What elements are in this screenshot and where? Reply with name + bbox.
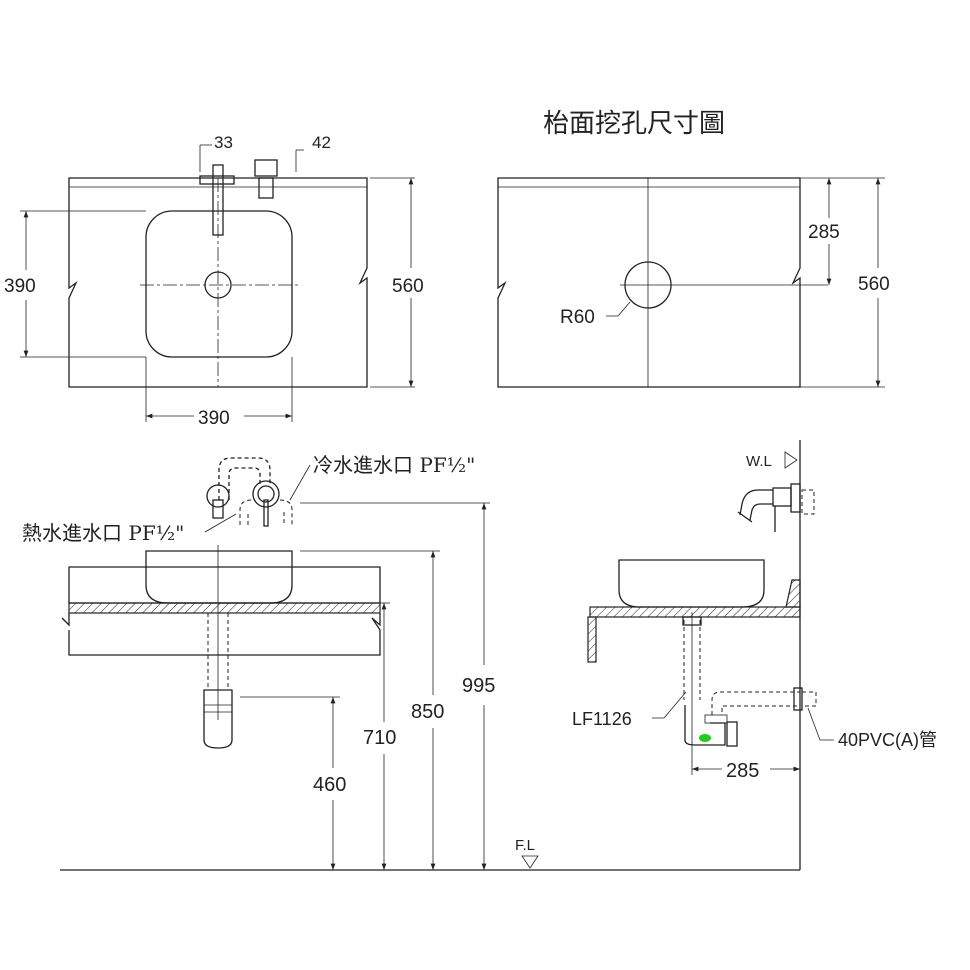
green-marker	[699, 734, 711, 742]
cutout-title: 枱面挖孔尺寸圖	[543, 109, 725, 139]
floor-label: F.L	[515, 837, 535, 854]
dim-850: 850	[411, 701, 444, 723]
front-elevation: 冷水進水口 PF½" 熱水進水口 PF½" 995 850 710 460 F.…	[22, 453, 800, 871]
water-level-marker-icon	[784, 451, 798, 469]
cold-inlet-label: 冷水進水口 PF½"	[313, 453, 475, 477]
hole-radius-label: R60	[560, 307, 595, 328]
dim-460: 460	[313, 774, 346, 796]
mixer-valve-icon	[252, 480, 280, 508]
basin-outline	[145, 210, 293, 358]
pop-up-drain-icon	[254, 159, 278, 177]
dim-710: 710	[363, 727, 396, 749]
floor-marker-icon	[521, 855, 539, 869]
dim-560-plan: 560	[392, 276, 424, 297]
dim-995: 995	[462, 675, 495, 697]
hot-inlet-label: 熱水進水口 PF½"	[22, 521, 184, 545]
bottle-trap-icon	[684, 705, 726, 746]
wall-spout-icon	[737, 489, 773, 523]
plan-view: 33 42 390 560 390	[4, 133, 424, 429]
dim-390-depth: 390	[4, 276, 36, 297]
dim-390-width: 390	[198, 408, 230, 429]
p-trap-icon	[203, 689, 233, 749]
dim-42: 42	[312, 133, 331, 152]
counter-slab	[68, 602, 381, 614]
basin-side	[618, 559, 765, 608]
spout-icon	[206, 484, 230, 508]
wall-label: W.L	[746, 453, 772, 470]
side-elevation: W.L LF1126 40PVC(A)管 285	[572, 440, 937, 870]
counter-outline	[68, 177, 368, 388]
basin-front	[145, 550, 293, 604]
dim-33: 33	[214, 133, 233, 152]
dim-285-side: 285	[726, 760, 759, 782]
cutout-hole	[624, 261, 672, 309]
pipe-label: 40PVC(A)管	[838, 730, 937, 750]
dim-560-cutout: 560	[858, 274, 890, 295]
counter-side	[589, 606, 801, 618]
faucet-icon	[212, 164, 224, 236]
drain-model-label: LF1126	[572, 709, 632, 729]
cutout-view: 枱面挖孔尺寸圖 285 560 R60	[497, 109, 890, 388]
dim-285-cutout: 285	[808, 222, 840, 243]
